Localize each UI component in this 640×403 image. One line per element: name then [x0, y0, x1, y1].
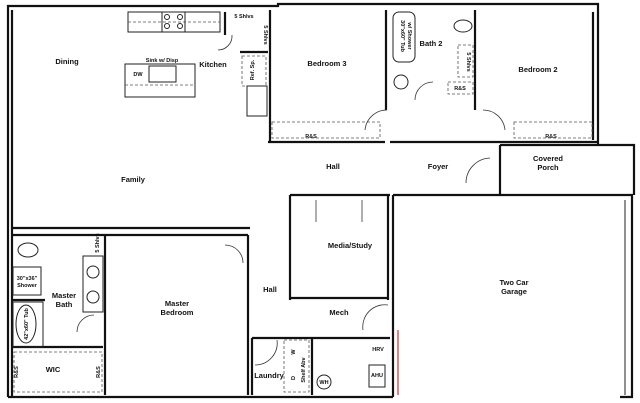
room-label-master-bedroom-2: Bedroom [161, 308, 194, 317]
room-label-covered-porch-2: Porch [537, 163, 559, 172]
sink [148, 65, 177, 83]
tub-label: 30"x60" Tub [399, 20, 405, 52]
dw-label: DW [133, 72, 143, 78]
pantry-door [217, 34, 233, 51]
room-label-hall-lower: Hall [263, 285, 277, 294]
pantry-shelves-side-label: 5 Shlvs [262, 25, 268, 44]
bath2-shelves-label: 5 Shlvs [465, 52, 471, 71]
room-label-garage-2: Garage [501, 287, 527, 296]
room-label-media-study: Media/Study [328, 241, 373, 250]
room-label-bedroom3: Bedroom 3 [307, 59, 346, 68]
master-shelves-label: 5 Shlvs [95, 233, 101, 252]
wic-rs-left-label: R&S [14, 366, 20, 378]
room-label-garage: Two Car [499, 278, 528, 287]
utility-fixtures [283, 330, 399, 395]
sink-label: Sink w/ Disp [146, 58, 179, 64]
closets [13, 44, 593, 393]
bedroom2-closet-label: R&S [545, 134, 557, 140]
water-heater [316, 374, 332, 390]
doors [76, 81, 506, 366]
room-label-dining: Dining [55, 57, 79, 66]
master-tub-label: 42"x60" Tub [24, 308, 30, 340]
master-tub [15, 304, 37, 344]
ahu-unit [368, 364, 386, 388]
master-toilet [17, 242, 39, 258]
dryer-label: D [291, 376, 297, 380]
room-label-bath2: Bath 2 [420, 39, 443, 48]
master-vanity [82, 255, 104, 313]
room-label-hall-upper: Hall [326, 162, 340, 171]
master-tub-box [12, 301, 44, 348]
master-shower-label: 30"x36" [17, 276, 38, 282]
pantry-shelves-label: 5 Shlvs [234, 14, 253, 20]
tub-label-2: w/ Shower [406, 21, 412, 50]
bath2-closet-label: R&S [454, 86, 466, 92]
wic-rs-right-label: R&S [96, 366, 102, 378]
ahu-label: AHU [371, 373, 383, 379]
room-label-master-bedroom: Master [165, 299, 189, 308]
fixture-labels: Sink w/ Disp DW 5 Shlvs 5 Shlvs Ref. Sp.… [14, 14, 557, 386]
water-heater-label: WH [319, 380, 328, 386]
room-label-laundry: Laundry [254, 371, 284, 380]
shelf-above-label: Shelf Abv [301, 356, 307, 382]
exterior-walls [6, 2, 636, 399]
room-labels: Dining Kitchen Family Bedroom 3 Bath 2 B… [46, 39, 564, 380]
room-label-wic: WIC [46, 365, 61, 374]
room-label-family: Family [121, 175, 146, 184]
room-label-covered-porch: Covered [533, 154, 563, 163]
kitchen-counters [124, 11, 268, 117]
room-label-master-bath-2: Bath [56, 300, 73, 309]
cooktop [161, 11, 186, 33]
kitchen-island [124, 63, 196, 98]
bath2-tub [392, 11, 416, 63]
bath2-toilet [453, 19, 473, 33]
master-bath-fixtures [12, 242, 104, 348]
master-shower-label-2: Shower [17, 283, 38, 289]
room-label-foyer: Foyer [428, 162, 449, 171]
washer-label: W [291, 349, 297, 355]
room-label-bedroom2: Bedroom 2 [518, 65, 557, 74]
ref-space-label: Ref. Sp. [250, 59, 256, 80]
room-label-mech: Mech [329, 308, 349, 317]
bedroom3-closet-label: R&S [305, 134, 317, 140]
room-label-master-bath: Master [52, 291, 76, 300]
bath2-fixtures [392, 11, 473, 90]
master-shower [12, 266, 42, 296]
interior-walls [12, 10, 598, 397]
bath2-sink [393, 74, 409, 90]
hrv-label: HRV [372, 347, 384, 353]
room-label-kitchen: Kitchen [199, 60, 227, 69]
